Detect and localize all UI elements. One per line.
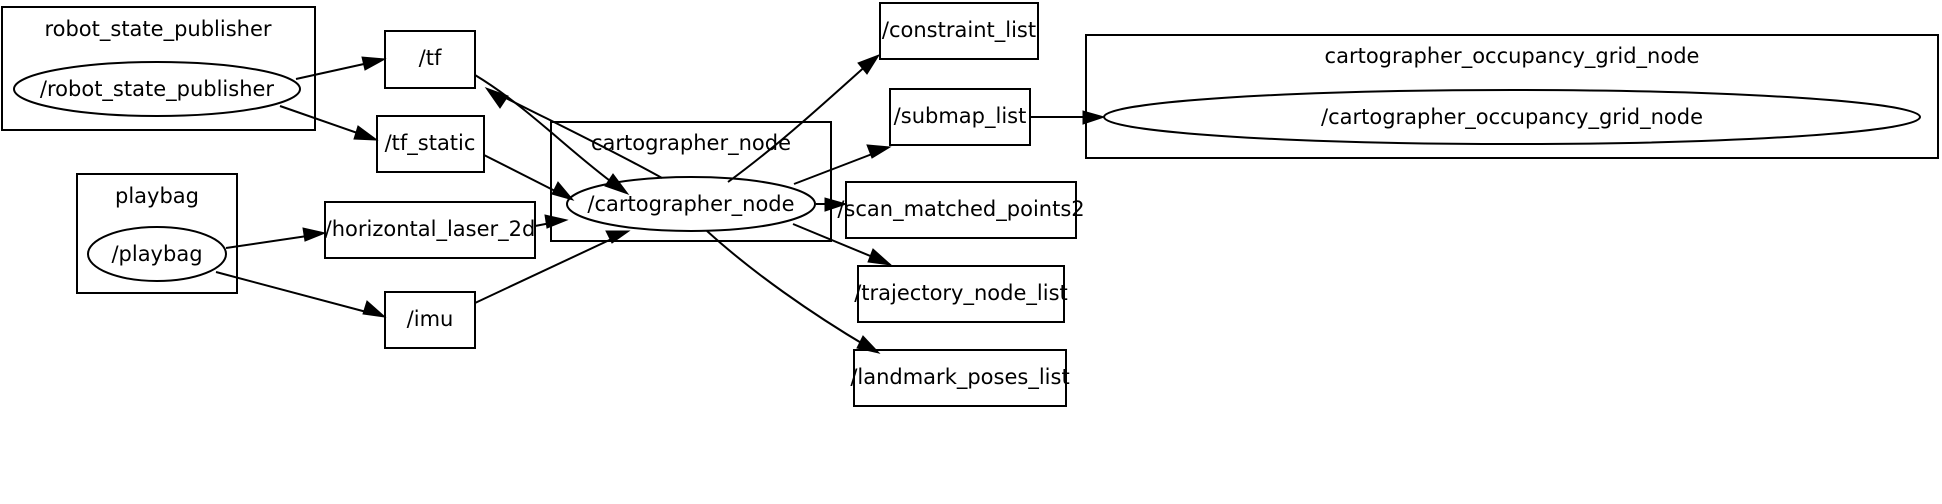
topic-label-scan-matched-points2: /scan_matched_points2 xyxy=(837,197,1084,222)
edge-playbag-to-imu xyxy=(215,271,387,318)
node-ellipse-robot-state-publisher[interactable] xyxy=(13,61,301,117)
node-label-cartographer-node: /cartographer_node xyxy=(587,192,794,217)
topic-label-tf-static: /tf_static xyxy=(385,131,476,156)
edge-playbag-to-horizontal-laser-2d xyxy=(225,227,327,249)
topic-node-horizontal-laser-2d[interactable]: /horizontal_laser_2d xyxy=(324,201,536,259)
topic-rect-horizontal-laser-2d xyxy=(324,201,536,259)
edge-tf-static-to-cartographer-node xyxy=(483,154,575,201)
topic-label-landmark-poses-list: /landmark_poses_list xyxy=(850,365,1069,390)
topic-node-constraint-list[interactable]: /constraint_list xyxy=(879,2,1039,60)
topic-rect-trajectory-node-list xyxy=(857,265,1065,323)
cluster-label-robot-state-publisher: robot_state_publisher xyxy=(44,17,271,42)
node-label-cartographer-occupancy-grid-node: /cartographer_occupancy_grid_node xyxy=(1321,105,1703,130)
topic-node-imu[interactable]: /imu xyxy=(384,291,476,349)
topic-node-landmark-poses-list[interactable]: /landmark_poses_list xyxy=(850,349,1070,407)
topic-rect-scan-matched-points2 xyxy=(845,181,1077,239)
topic-rect-tf xyxy=(384,30,476,89)
cluster-robot-state-publisher[interactable]: robot_state_publisher /robot_state_publi… xyxy=(1,6,316,131)
edge-imu-to-cartographer-node xyxy=(474,230,631,304)
cluster-rect-playbag xyxy=(76,173,238,294)
edge-cartographer-node-to-tf xyxy=(484,86,663,179)
edge-submap-list-to-cartographer-occupancy-grid-node xyxy=(1030,110,1106,125)
edge-robot-state-publisher-to-tf-static xyxy=(279,105,379,141)
node-ellipse-playbag[interactable] xyxy=(87,226,227,282)
topic-label-tf: /tf xyxy=(419,46,442,70)
topic-node-scan-matched-points2[interactable]: /scan_matched_points2 xyxy=(837,181,1085,239)
edge-horizontal-laser-2d-to-cartographer-node xyxy=(534,214,569,229)
node-label-robot-state-publisher: /robot_state_publisher xyxy=(40,77,275,102)
edge-robot-state-publisher-to-tf xyxy=(295,56,387,80)
topic-label-imu: /imu xyxy=(407,307,454,331)
topic-node-trajectory-node-list[interactable]: /trajectory_node_list xyxy=(854,265,1068,323)
topic-node-submap-list[interactable]: /submap_list xyxy=(889,88,1031,146)
cluster-rect-cartographer-node xyxy=(550,121,832,242)
topic-label-horizontal-laser-2d: /horizontal_laser_2d xyxy=(325,217,536,242)
edge-cartographer-node-to-submap-list xyxy=(793,144,892,185)
node-label-playbag: /playbag xyxy=(111,242,202,266)
edge-cartographer-node-to-constraint-list xyxy=(727,53,881,183)
cluster-label-cartographer-node: cartographer_node xyxy=(591,131,791,156)
edge-cartographer-node-to-scan-matched-points2 xyxy=(816,197,848,212)
cluster-playbag[interactable]: playbag /playbag xyxy=(76,173,238,294)
topic-rect-tf-static xyxy=(376,115,485,173)
edge-cartographer-node-to-landmark-poses-list xyxy=(706,230,881,354)
edge-tf-to-cartographer-node xyxy=(474,74,630,196)
topic-node-tf-static[interactable]: /tf_static xyxy=(376,115,485,173)
topic-label-trajectory-node-list: /trajectory_node_list xyxy=(854,281,1068,306)
topic-rect-submap-list xyxy=(889,88,1031,146)
topic-rect-imu xyxy=(384,291,476,349)
cluster-rect-cartographer-occupancy-grid-node xyxy=(1085,34,1939,159)
topic-label-submap-list: /submap_list xyxy=(894,104,1027,129)
cluster-label-playbag: playbag xyxy=(115,184,199,208)
cluster-rect-robot-state-publisher xyxy=(1,6,316,131)
edge-cartographer-node-to-trajectory-node-list xyxy=(792,223,893,266)
cluster-cartographer-node[interactable]: cartographer_node /cartographer_node xyxy=(550,121,832,242)
topic-label-constraint-list: /constraint_list xyxy=(882,18,1036,43)
topic-node-tf[interactable]: /tf xyxy=(384,30,476,89)
topic-rect-constraint-list xyxy=(879,2,1039,60)
cluster-cartographer-occupancy-grid-node[interactable]: cartographer_occupancy_grid_node /cartog… xyxy=(1085,34,1939,159)
cluster-label-cartographer-occupancy-grid-node: cartographer_occupancy_grid_node xyxy=(1325,44,1700,69)
topic-rect-landmark-poses-list xyxy=(853,349,1067,407)
node-ellipse-cartographer-node[interactable] xyxy=(566,176,816,232)
